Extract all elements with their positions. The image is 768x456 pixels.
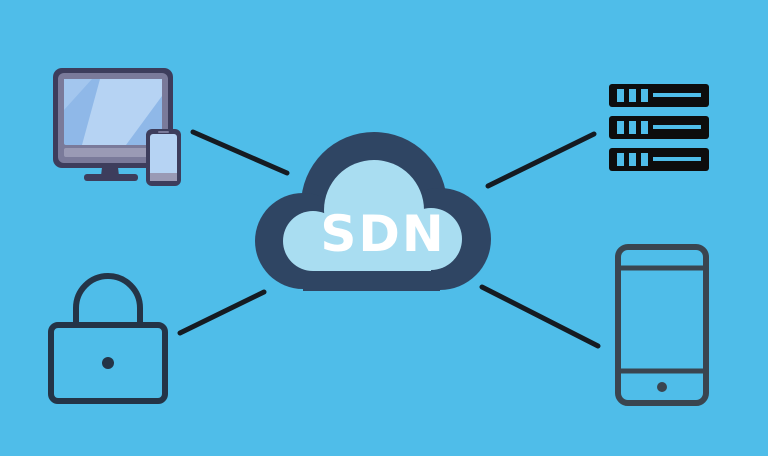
connector-phone [479, 284, 601, 349]
connector-desktop [190, 129, 290, 176]
cloud-label: SDN [320, 205, 445, 263]
padlock-icon [48, 273, 168, 404]
connector-server [485, 131, 597, 189]
connector-lock [177, 289, 267, 336]
connector-lines [177, 129, 601, 349]
smartphone-icon [615, 244, 709, 406]
sdn-cloud-icon: SDN [255, 132, 491, 291]
desktop-and-phone-icon [53, 68, 181, 186]
server-rack-icon [609, 84, 709, 171]
